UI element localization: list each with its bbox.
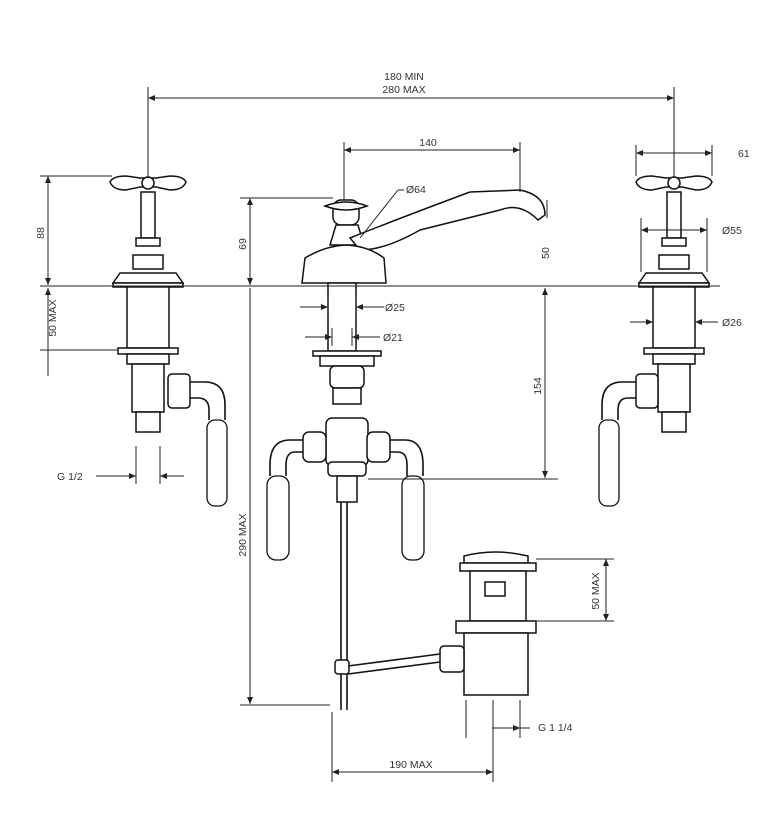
- dim-overall-height: 290 MAX: [237, 513, 249, 556]
- dim-width-max: 280 MAX: [382, 84, 425, 96]
- dim-handle-width: 61: [738, 148, 750, 160]
- right-valve: [598, 175, 713, 507]
- dim-waste-thread: G 1 1/4: [538, 722, 573, 734]
- dim-pop-up-reach: 190 MAX: [389, 759, 432, 771]
- dim-spout-reach: 140: [419, 137, 437, 149]
- dim-thread-valve: G 1/2: [57, 471, 83, 483]
- dim-stem-21: Ø21: [383, 332, 403, 344]
- dimension-lines: [40, 87, 720, 782]
- dim-valve-diameter: Ø55: [722, 225, 742, 237]
- dim-handle-height: 88: [35, 227, 47, 239]
- dimension-labels: 180 MIN 280 MAX 140 61 Ø64 88 69 50 Ø55 …: [35, 71, 750, 771]
- dim-spout-base-height: 69: [237, 238, 249, 250]
- dim-waste-height: 50 MAX: [590, 572, 602, 609]
- left-valve: [109, 175, 228, 507]
- dim-body-diameter: Ø64: [406, 184, 426, 196]
- dim-shank-length: 154: [532, 377, 544, 395]
- dim-deck-max-left: 50 MAX: [47, 299, 59, 336]
- center-spout: [266, 189, 546, 710]
- dim-spout-drop: 50: [540, 247, 552, 259]
- pop-up-waste: [347, 551, 537, 696]
- dim-stem-25: Ø25: [385, 302, 405, 314]
- dim-shank-26: Ø26: [722, 317, 742, 329]
- dim-width-min: 180 MIN: [384, 71, 424, 83]
